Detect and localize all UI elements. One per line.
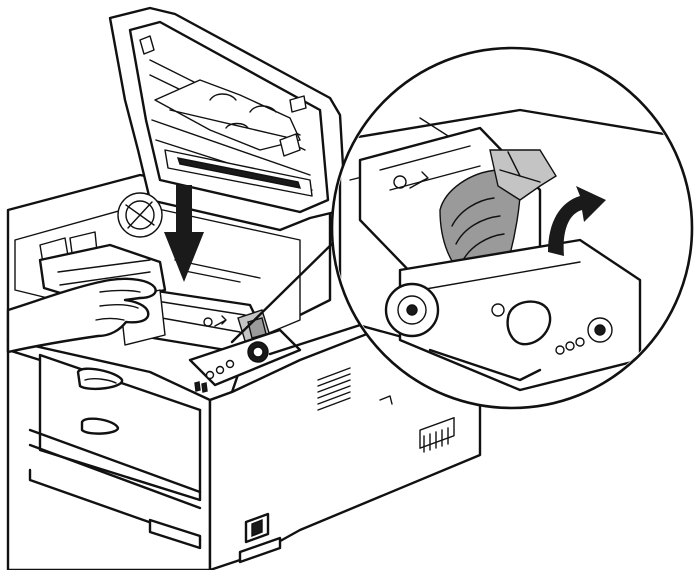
lock-release-icon — [203, 315, 227, 327]
detail-magnifier — [330, 46, 694, 410]
hand — [6, 277, 157, 354]
curved-arrow-icon — [548, 186, 606, 256]
printer-interior — [14, 192, 302, 393]
image-drum — [119, 259, 271, 354]
rear-vent — [419, 417, 455, 453]
open-top-cover — [108, 6, 347, 232]
side-vent — [317, 367, 351, 411]
power-switch-icon — [244, 512, 270, 544]
gear-icon — [384, 282, 440, 338]
control-panel — [188, 328, 302, 393]
lock-release-icon — [393, 171, 429, 189]
gear-icon — [117, 192, 163, 238]
gear-icon — [587, 317, 613, 343]
down-arrow-icon — [164, 185, 204, 282]
